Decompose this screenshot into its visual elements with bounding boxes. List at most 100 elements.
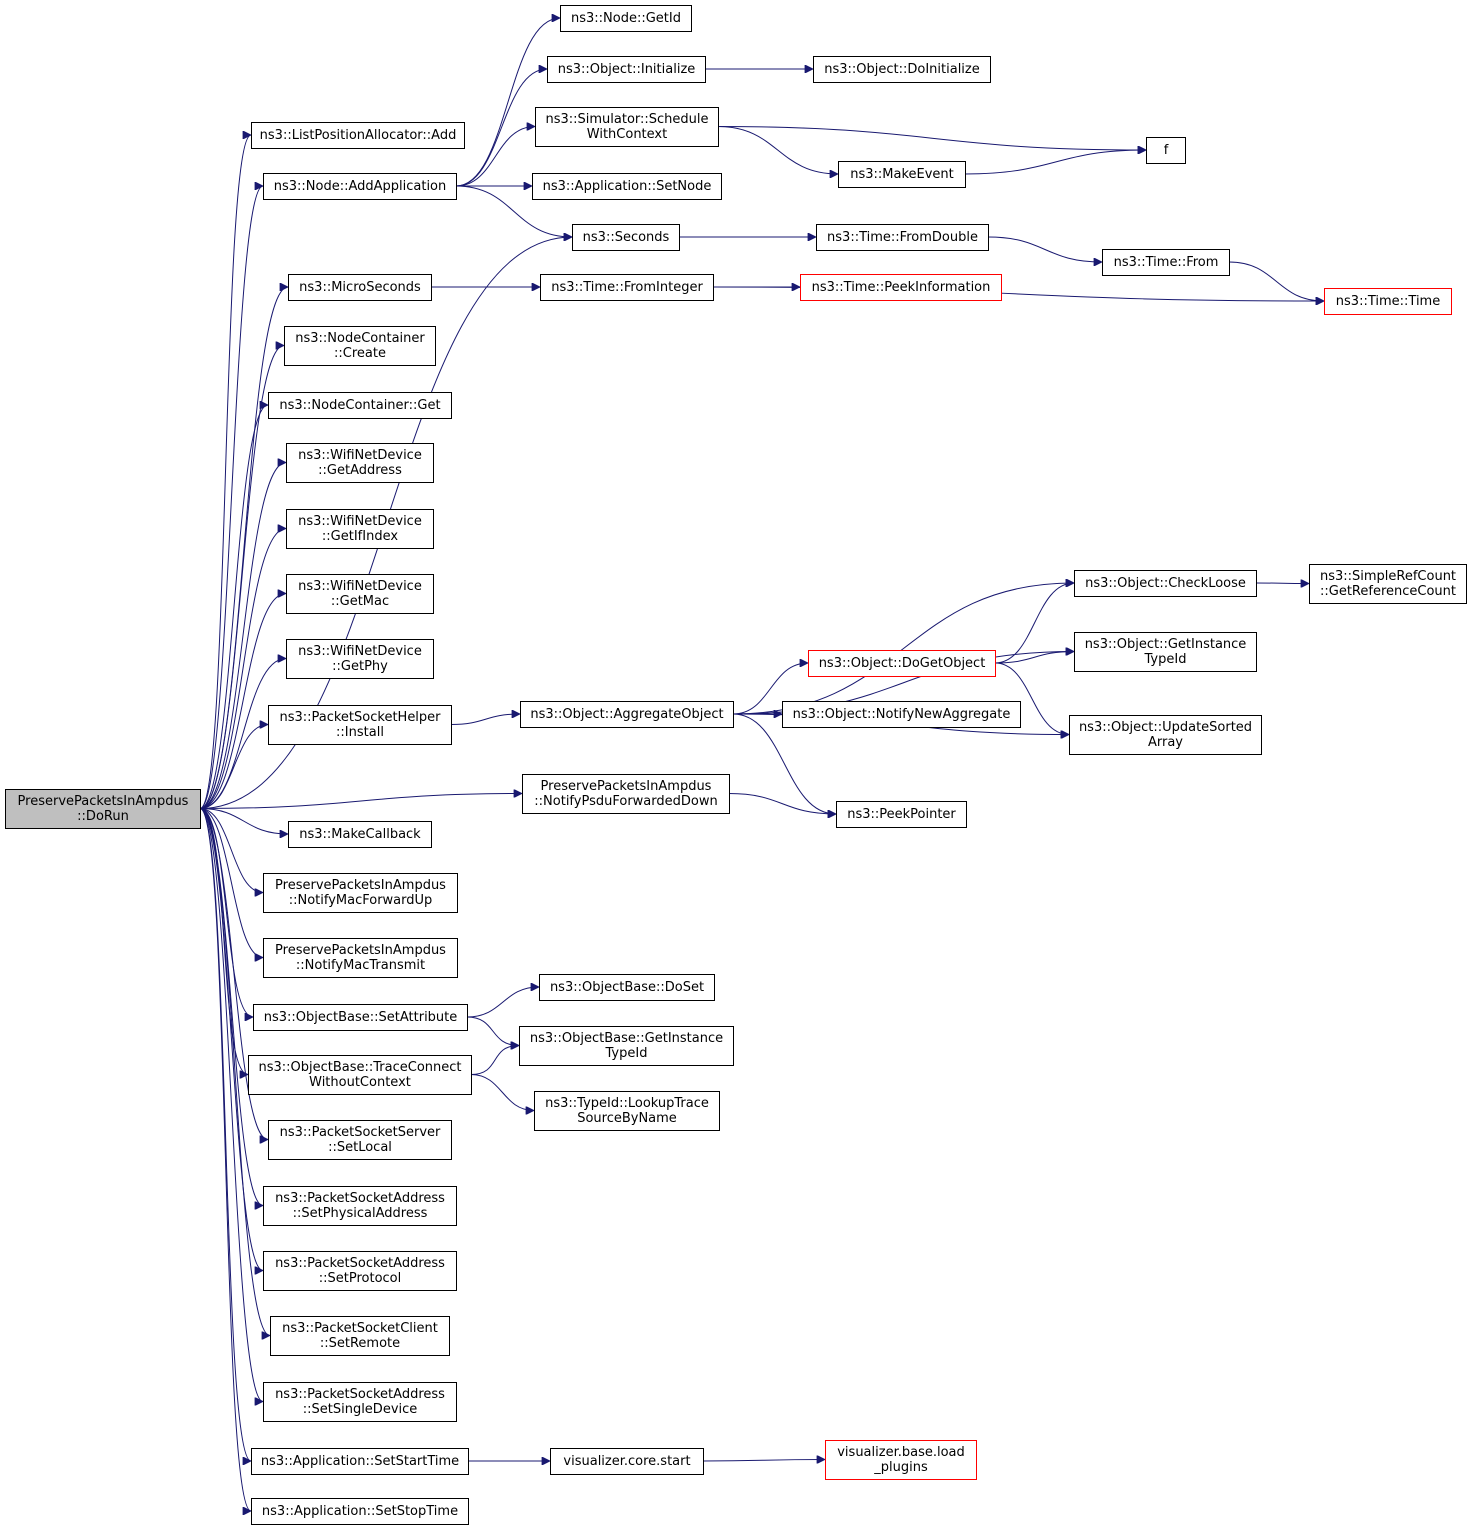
- node-ns3-application-setnode[interactable]: ns3::Application::SetNode: [532, 173, 722, 200]
- node-ns3-wifinetdevice-getaddress[interactable]: ns3::WifiNetDevice::GetAddress: [286, 443, 434, 483]
- node-box: [519, 1026, 734, 1066]
- node-label: ns3::Node::GetId: [571, 11, 681, 26]
- node-ns3-listpositionallocator-add[interactable]: ns3::ListPositionAllocator::Add: [251, 122, 465, 149]
- node-label: ns3::PacketSocketAddress: [275, 1387, 445, 1402]
- node-ns3-time-fromdouble[interactable]: ns3::Time::FromDouble: [816, 224, 989, 251]
- node-ns3-application-setstarttime[interactable]: ns3::Application::SetStartTime: [251, 1448, 469, 1475]
- node-preservepacketsinampdus-notifymactransmit[interactable]: PreservePacketsInAmpdus::NotifyMacTransm…: [263, 938, 458, 978]
- edge-n0-to-n44: [199, 808, 270, 1336]
- node-ns3-packetsockethelper-install[interactable]: ns3::PacketSocketHelper::Install: [268, 705, 452, 745]
- node-ns3-seconds[interactable]: ns3::Seconds: [572, 224, 680, 251]
- node-label: ns3::Simulator::Schedule: [545, 112, 708, 127]
- node-ns3-node-addapplication[interactable]: ns3::Node::AddApplication: [263, 173, 457, 200]
- node-label: ns3::MakeCallback: [299, 827, 421, 842]
- node-box: [248, 1055, 472, 1095]
- node-ns3-wifinetdevice-getphy[interactable]: ns3::WifiNetDevice::GetPhy: [286, 639, 434, 679]
- node-ns3-packetsocketaddress-setsingledevice[interactable]: ns3::PacketSocketAddress::SetSingleDevic…: [263, 1382, 457, 1422]
- node-label: ns3::Time::FromDouble: [827, 230, 978, 245]
- node-preservepacketsinampdus-notifymacforwardup[interactable]: PreservePacketsInAmpdus::NotifyMacForwar…: [263, 873, 458, 913]
- node-label: ::GetAddress: [318, 463, 402, 478]
- node-box: [800, 274, 1002, 301]
- node-label: ::GetIfIndex: [322, 529, 398, 544]
- node-label: ns3::NodeContainer: [295, 331, 425, 346]
- node-label: ::GetPhy: [332, 659, 388, 674]
- node-ns3-packetsocketserver-setlocal[interactable]: ns3::PacketSocketServer::SetLocal: [268, 1120, 452, 1160]
- node-label: ns3::Application::SetNode: [543, 179, 712, 194]
- node-label: ns3::ListPositionAllocator::Add: [260, 128, 457, 143]
- node-box: [813, 56, 991, 83]
- node-label: ns3::PacketSocketAddress: [275, 1191, 445, 1206]
- node-box: [539, 974, 715, 1001]
- edge-n24-to-n25: [732, 583, 1074, 715]
- node-ns3-makeevent[interactable]: ns3::MakeEvent: [838, 161, 966, 188]
- node-ns3-application-setstoptime[interactable]: ns3::Application::SetStopTime: [251, 1498, 469, 1525]
- node-ns3-time-peekinformation[interactable]: ns3::Time::PeekInformation: [800, 274, 1002, 301]
- node-label: ns3::Object::GetInstance: [1085, 637, 1247, 652]
- edge-n36-to-n38: [466, 1016, 519, 1046]
- node-ns3-wifinetdevice-getifindex[interactable]: ns3::WifiNetDevice::GetIfIndex: [286, 509, 434, 549]
- node-ns3-object-aggregateobject[interactable]: ns3::Object::AggregateObject: [520, 701, 734, 728]
- node-label: PreservePacketsInAmpdus: [541, 779, 712, 794]
- node-label: ns3::Object::CheckLoose: [1085, 576, 1246, 591]
- node-ns3-object-doinitialize[interactable]: ns3::Object::DoInitialize: [813, 56, 991, 83]
- node-ns3-object-checkloose[interactable]: ns3::Object::CheckLoose: [1074, 570, 1257, 597]
- node-ns3-simplerefcount-getreferencecount[interactable]: ns3::SimpleRefCount::GetReferenceCount: [1309, 564, 1467, 604]
- node-preservepacketsinampdus-notifypsduforwardeddown[interactable]: PreservePacketsInAmpdus::NotifyPsduForwa…: [522, 774, 730, 814]
- node-ns3-microseconds[interactable]: ns3::MicroSeconds: [288, 274, 432, 301]
- edge-n8-to-n7: [964, 150, 1146, 175]
- node-label: ns3::ObjectBase::TraceConnect: [258, 1060, 461, 1075]
- node-ns3-nodecontainer-create[interactable]: ns3::NodeContainer::Create: [284, 326, 436, 366]
- node-visualizer-core-start[interactable]: visualizer.core.start: [550, 1448, 704, 1475]
- node-ns3-objectbase-traceconnectwithoutcontext[interactable]: ns3::ObjectBase::TraceConnectWithoutCont…: [248, 1055, 472, 1095]
- node-ns3-nodecontainer-get[interactable]: ns3::NodeContainer::Get: [268, 392, 452, 419]
- node-ns3-wifinetdevice-getmac[interactable]: ns3::WifiNetDevice::GetMac: [286, 574, 434, 614]
- edge-n0-to-n34: [199, 808, 263, 893]
- edge-n0-to-n33: [199, 808, 288, 835]
- node-label: ns3::WifiNetDevice: [298, 448, 422, 463]
- node-ns3-objectbase-doset[interactable]: ns3::ObjectBase::DoSet: [539, 974, 715, 1001]
- node-ns3-time-from[interactable]: ns3::Time::From: [1102, 249, 1230, 276]
- node-box: [263, 173, 457, 200]
- node-label: ns3::Time::Time: [1336, 294, 1440, 309]
- node-label: ::SetProtocol: [319, 1271, 402, 1286]
- node-label: ns3::PeekPointer: [847, 807, 956, 822]
- node-ns3-packetsocketclient-setremote[interactable]: ns3::PacketSocketClient::SetRemote: [270, 1316, 450, 1356]
- node-ns3-objectbase-setattribute[interactable]: ns3::ObjectBase::SetAttribute: [253, 1004, 468, 1031]
- edge-n0-to-n18: [199, 405, 268, 809]
- node-ns3-packetsocketaddress-setphysicaladdress[interactable]: ns3::PacketSocketAddress::SetPhysicalAdd…: [263, 1186, 457, 1226]
- node-ns3-time-frominteger[interactable]: ns3::Time::FromInteger: [540, 274, 714, 301]
- node-box: [251, 122, 465, 149]
- edge-n12-to-n13: [1228, 261, 1324, 301]
- node-label: ns3::PacketSocketHelper: [279, 710, 441, 725]
- node-box: [253, 1004, 468, 1031]
- node-ns3-time-time[interactable]: ns3::Time::Time: [1324, 288, 1452, 315]
- node-preservepacketsinampdus-dorun[interactable]: PreservePacketsInAmpdus::DoRun: [5, 789, 201, 829]
- edge-n0-to-n1: [199, 135, 251, 809]
- node-ns3-node-getid[interactable]: ns3::Node::GetId: [560, 5, 692, 32]
- node-ns3-object-initialize[interactable]: ns3::Object::Initialize: [547, 56, 706, 83]
- node-ns3-peekpointer[interactable]: ns3::PeekPointer: [836, 801, 967, 828]
- node-visualizer-base-load-plugins[interactable]: visualizer.base.load_plugins: [825, 1440, 977, 1480]
- node-ns3-packetsocketaddress-setprotocol[interactable]: ns3::PacketSocketAddress::SetProtocol: [263, 1251, 457, 1291]
- node-label: Array: [1148, 735, 1183, 750]
- node-box: [782, 701, 1021, 728]
- edge-n6-to-n7: [717, 126, 1146, 151]
- node-box: [286, 574, 434, 614]
- node-ns3-object-notifynewaggregate[interactable]: ns3::Object::NotifyNewAggregate: [782, 701, 1021, 728]
- node-box: [263, 873, 458, 913]
- edge-n0-to-n31: [199, 794, 522, 809]
- edge-n39-to-n38: [470, 1046, 519, 1075]
- nodes-layer: PreservePacketsInAmpdus::DoRun ns3::ListP…: [5, 5, 1467, 1525]
- node-label: ::Install: [336, 725, 384, 740]
- node-f[interactable]: f: [1146, 137, 1186, 164]
- node-ns3-makecallback[interactable]: ns3::MakeCallback: [288, 821, 432, 848]
- node-label: ns3::Application::SetStartTime: [261, 1454, 459, 1469]
- node-label: ns3::Object::AggregateObject: [530, 707, 723, 722]
- edge-n36-to-n37: [466, 987, 539, 1018]
- node-ns3-object-dogetobject[interactable]: ns3::Object::DoGetObject: [808, 650, 996, 677]
